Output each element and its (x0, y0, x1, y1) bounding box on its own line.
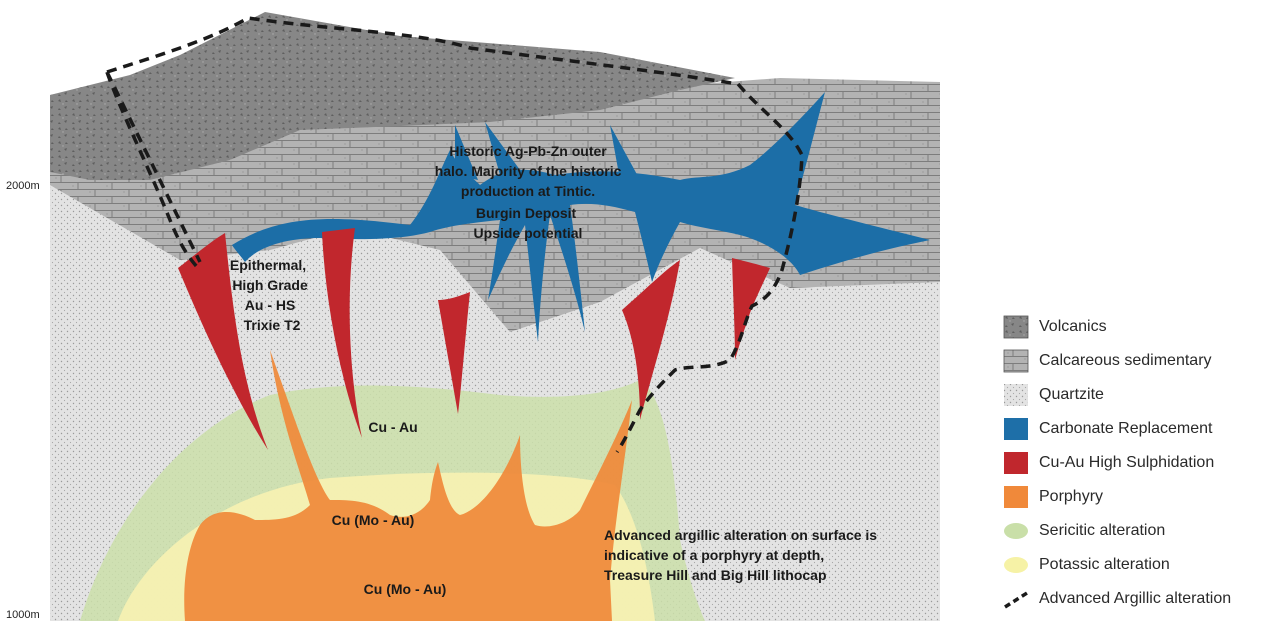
legend-item: Advanced Argillic alteration (1003, 582, 1231, 616)
elevation-2000m-label: 2000m (6, 180, 40, 192)
legend-item: Carbonate Replacement (1003, 412, 1231, 446)
legend-swatch (1003, 417, 1029, 441)
legend-swatch (1003, 315, 1029, 339)
legend-item: Sericitic alteration (1003, 514, 1231, 548)
legend-label: Calcareous sedimentary (1039, 352, 1212, 370)
cu-mo-au-label-upper: Cu (Mo - Au) (332, 512, 415, 528)
legend-label: Volcanics (1039, 318, 1107, 336)
legend-item: Potassic alteration (1003, 548, 1231, 582)
legend-swatch (1003, 383, 1029, 407)
legend-swatch (1003, 451, 1029, 475)
elevation-1000m-label: 1000m (6, 609, 40, 621)
legend-item: Volcanics (1003, 310, 1231, 344)
cu-au-label: Cu - Au (368, 419, 417, 435)
legend-label: Carbonate Replacement (1039, 420, 1212, 438)
legend-label: Cu-Au High Sulphidation (1039, 454, 1214, 472)
legend-item: Porphyry (1003, 480, 1231, 514)
cu-mo-au-label-lower: Cu (Mo - Au) (364, 581, 447, 597)
legend-label: Quartzite (1039, 386, 1104, 404)
legend-label: Sericitic alteration (1039, 522, 1165, 540)
legend-swatch (1003, 349, 1029, 373)
legend-swatch (1003, 519, 1029, 543)
legend-item: Quartzite (1003, 378, 1231, 412)
legend-label: Potassic alteration (1039, 556, 1170, 574)
legend-swatch (1003, 587, 1029, 611)
legend-item: Calcareous sedimentary (1003, 344, 1231, 378)
legend-swatch (1003, 485, 1029, 509)
legend-label: Porphyry (1039, 488, 1103, 506)
legend-item: Cu-Au High Sulphidation (1003, 446, 1231, 480)
legend-swatch (1003, 553, 1029, 577)
legend-label: Advanced Argillic alteration (1039, 590, 1231, 608)
